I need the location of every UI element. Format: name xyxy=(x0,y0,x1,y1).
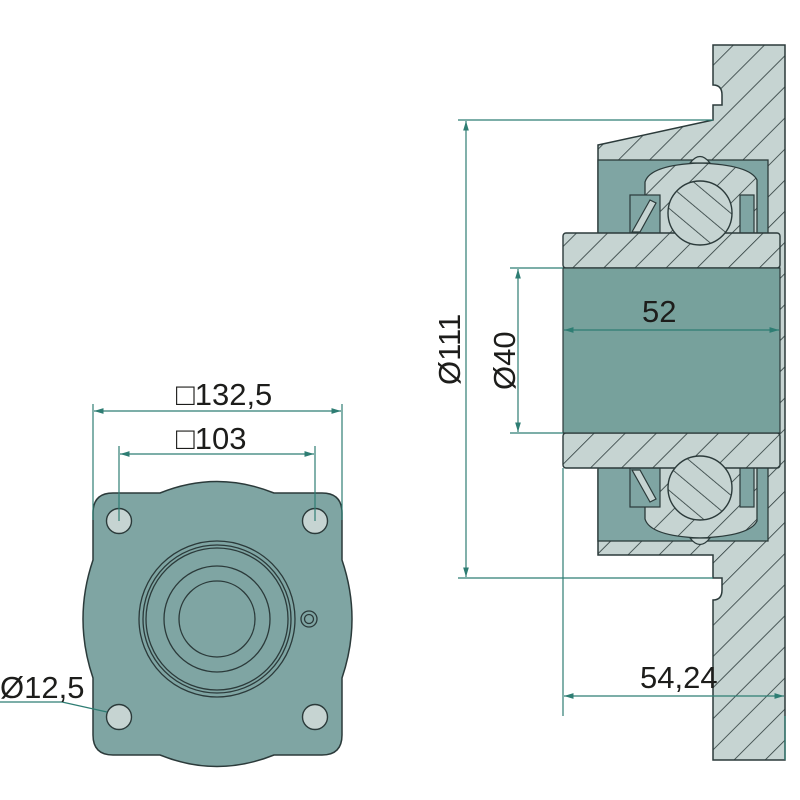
bolt-hole xyxy=(105,703,133,731)
bolt-hole xyxy=(301,703,329,731)
housing-diameter-dimension: Ø111 xyxy=(432,314,467,385)
section-dimensions xyxy=(458,119,786,760)
inner-ring-top xyxy=(562,232,781,269)
outer-square-dimension: □132,5 xyxy=(176,377,272,412)
flange-plate xyxy=(82,480,353,768)
hole-diameter-dimension: Ø12,5 xyxy=(0,670,84,705)
bore-diameter-dimension: Ø40 xyxy=(487,331,522,390)
bore xyxy=(562,267,781,434)
ball-bottom xyxy=(667,455,733,521)
front-dimensions xyxy=(0,404,343,713)
inner-ring-bottom xyxy=(562,432,781,469)
grease-nipple xyxy=(300,610,318,628)
overall-width-dimension: 54,24 xyxy=(640,660,718,695)
section-view: Ø111 Ø40 52 54,24 xyxy=(432,44,786,761)
front-view: □132,5 Ø12,5 □103 Ø12,5 xyxy=(0,377,353,768)
bolt-square-dimension: □103 xyxy=(176,421,246,456)
bearing-rings xyxy=(138,540,318,698)
ball-top xyxy=(667,180,733,246)
inner-ring-width-dimension: 52 xyxy=(642,294,676,329)
